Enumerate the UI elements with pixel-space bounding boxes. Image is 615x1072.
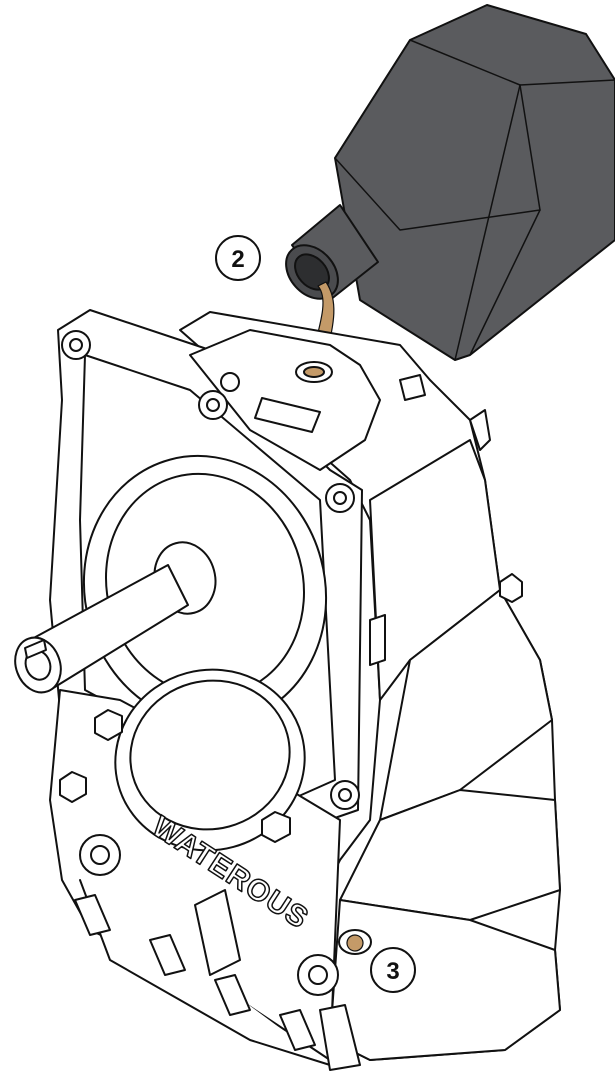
oil-bottle [285, 4, 615, 361]
callout-3-label: 3 [386, 958, 399, 985]
oil-level-port [338, 929, 372, 955]
callout-2-label: 2 [231, 246, 244, 273]
gearbox-housing [14, 309, 561, 1071]
callout-3: 3 [370, 947, 416, 993]
callout-2: 2 [215, 235, 261, 281]
